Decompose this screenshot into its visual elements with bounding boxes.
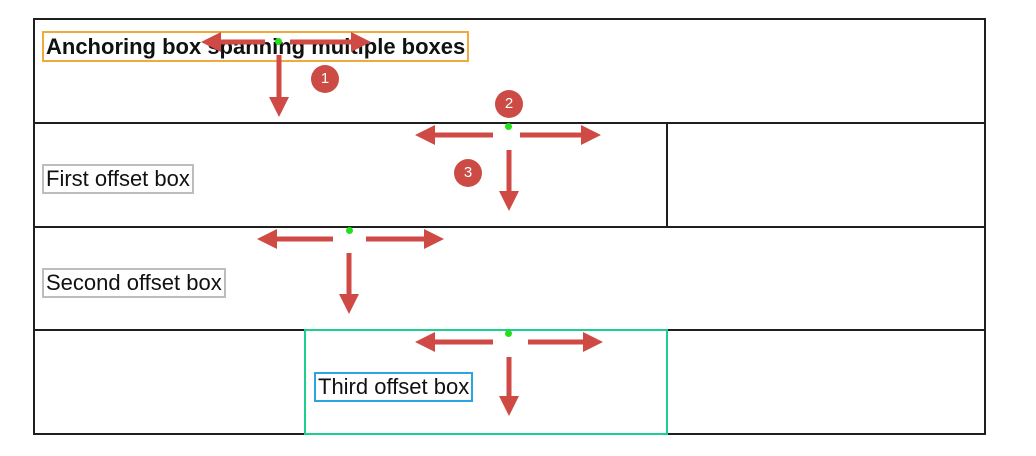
step-badge-1: 1 bbox=[311, 65, 339, 93]
highlighted-cell bbox=[304, 329, 668, 435]
second-offset-box-label: Second offset box bbox=[42, 268, 226, 298]
anchor-point-dot bbox=[505, 330, 512, 337]
column-divider-row2 bbox=[666, 122, 668, 226]
step-badge-2: 2 bbox=[495, 90, 523, 118]
step-badge-3: 3 bbox=[454, 159, 482, 187]
anchoring-box-label: Anchoring box spanning multiple boxes bbox=[42, 31, 470, 62]
row-divider-2 bbox=[33, 226, 986, 228]
anchor-point-dot bbox=[505, 123, 512, 130]
third-offset-box-label: Third offset box bbox=[314, 372, 474, 402]
anchor-point-dot bbox=[275, 38, 282, 45]
anchor-point-dot bbox=[346, 227, 353, 234]
first-offset-box-label: First offset box bbox=[42, 164, 194, 194]
